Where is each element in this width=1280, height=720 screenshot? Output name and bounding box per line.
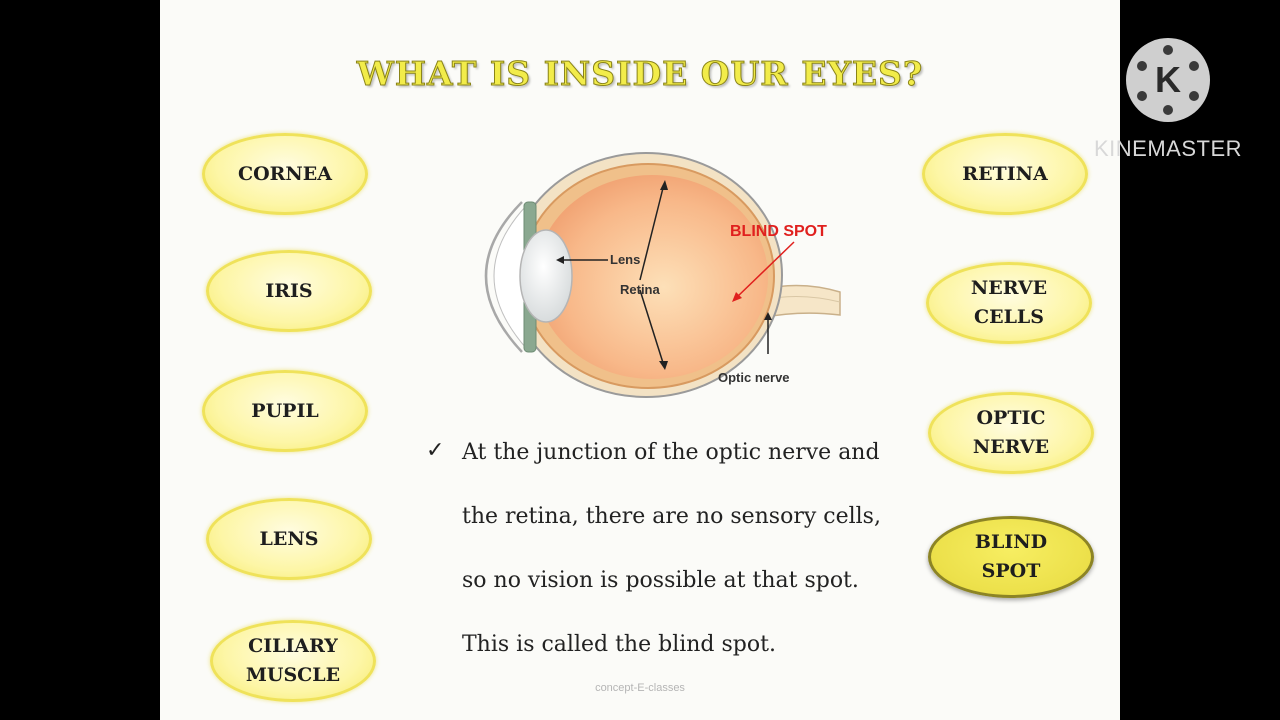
retina-arrow-down: [639, 289, 665, 367]
kinemaster-logo-icon: K: [1126, 38, 1210, 122]
label-nerve-cells: NERVE CELLS: [926, 262, 1092, 344]
cornea-shape: [484, 201, 523, 353]
slide: WHAT IS INSIDE OUR EYES? CORNEA IRIS PUP…: [160, 0, 1120, 720]
checkmark-icon: ✓: [426, 438, 445, 463]
vitreous-shape: [536, 175, 768, 379]
explanation-line: so no vision is possible at that spot.: [462, 568, 859, 593]
label-lens: LENS: [206, 498, 372, 580]
explanation-line: the retina, there are no sensory cells,: [462, 504, 881, 529]
label-blind-spot: BLIND SPOT: [928, 516, 1094, 598]
explanation-line: At the junction of the optic nerve and: [462, 440, 880, 465]
label-pupil: PUPIL: [202, 370, 368, 452]
blind-spot-diagram-label: BLIND SPOT: [730, 223, 827, 240]
lens-diagram-label: Lens: [610, 252, 640, 267]
slide-title: WHAT IS INSIDE OUR EYES?: [356, 54, 924, 94]
eye-diagram: Lens: [400, 140, 880, 420]
label-ciliary-muscle: CILIARY MUSCLE: [210, 620, 376, 702]
blind-spot-arrow: [735, 241, 795, 299]
label-retina: RETINA: [922, 133, 1088, 215]
label-optic-nerve: OPTIC NERVE: [928, 392, 1094, 474]
retina-diagram-label: Retina: [620, 282, 661, 297]
label-cornea: CORNEA: [202, 133, 368, 215]
footer-credit: concept-E-classes: [595, 682, 685, 694]
optic-nerve-diagram-label: Optic nerve: [718, 370, 790, 385]
svg-text:K: K: [1155, 59, 1181, 100]
explanation-line: This is called the blind spot.: [462, 632, 776, 657]
eye-cross-section: Lens: [484, 152, 841, 398]
retina-arrow-up: [639, 183, 665, 281]
kinemaster-watermark: KINEMASTER: [1094, 136, 1243, 161]
label-iris: IRIS: [206, 250, 372, 332]
lens-shape: [519, 229, 573, 323]
